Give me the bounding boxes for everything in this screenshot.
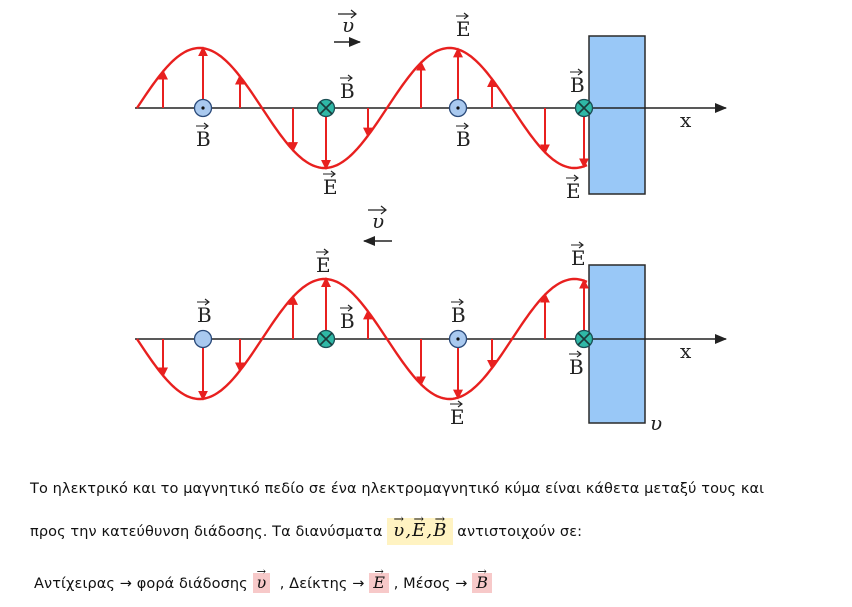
field-arrows-bottom	[158, 277, 589, 401]
e-label-top-2: E	[323, 175, 338, 199]
vec-mark	[197, 298, 210, 306]
vector-b: B	[433, 520, 446, 543]
vec-mark	[571, 241, 584, 249]
vec-mark	[196, 122, 209, 130]
b-label-top-1: B	[196, 127, 211, 151]
index-vector: E	[369, 573, 389, 593]
b-marker-dot	[456, 337, 460, 341]
b-label-bottom-4: B	[569, 355, 584, 379]
middle-vec-symbol: B	[476, 573, 488, 593]
vector-v: υ	[393, 520, 404, 543]
b-label-bottom-1: B	[197, 303, 212, 327]
b-marker-bottom-1	[193, 329, 213, 349]
e-label-top-1: E	[456, 17, 471, 41]
thumb-vec-symbol: υ	[257, 573, 267, 593]
paragraph-line-1: Το ηλεκτρικό και το μαγνητικό πεδίο σε έ…	[30, 481, 765, 497]
e-label-bottom-2: E	[450, 405, 465, 429]
wave-diagram: υ E E E B B B B x υ E	[135, 9, 727, 435]
paragraph-line-3: Αντίχειρας → φορά διάδοσης υ , Δείκτης →…	[34, 573, 493, 593]
b-marker-dot	[201, 106, 205, 110]
vec-mark	[456, 12, 469, 20]
velocity-label-top: υ	[342, 13, 354, 37]
b-label-bottom-3: B	[451, 303, 466, 327]
line2-start: προς την κατεύθυνση διάδοσης. Τα διανύσμ…	[30, 524, 383, 540]
b-label-top-2: B	[340, 79, 355, 103]
top-diagram: υ E E E B B B B x	[135, 9, 727, 203]
index-vec-symbol: E	[373, 573, 385, 593]
thumb-text: Αντίχειρας → φορά διάδοσης	[34, 576, 248, 592]
thumb-vector: υ	[252, 573, 271, 593]
b-label-bottom-2: B	[340, 309, 355, 333]
vec-mark	[323, 170, 336, 178]
middle-vector: B	[472, 573, 493, 593]
e-label-bottom-1: E	[316, 253, 331, 277]
vec-mark	[456, 122, 469, 130]
vector-e: E	[412, 520, 425, 543]
wave-curve-top	[136, 46, 588, 170]
index-text: , Δείκτης →	[279, 576, 365, 592]
mirror-velocity-label: υ	[650, 411, 662, 435]
e-label-bottom-3: E	[571, 246, 586, 270]
vec-mark	[340, 304, 353, 312]
velocity-label-bottom: υ	[372, 209, 384, 233]
mirror-top	[588, 35, 646, 195]
e-label-top-3: E	[566, 179, 581, 203]
x-axis-label-top: x	[680, 108, 692, 132]
vec-mark	[570, 68, 583, 76]
velocity-vec-mark	[368, 205, 387, 215]
middle-text: , Μέσος →	[393, 576, 468, 592]
b-marker-dot	[456, 106, 460, 110]
velocity-vec-mark	[338, 9, 357, 19]
b-label-top-4: B	[570, 73, 585, 97]
vector-highlight-group: υ,E,B	[387, 518, 453, 545]
wave-curve-bottom	[136, 277, 588, 401]
b-marker-cross	[319, 332, 333, 346]
vec-mark	[569, 350, 582, 358]
vec-mark	[451, 298, 464, 306]
vec-mark	[316, 248, 329, 256]
mirror-bottom	[588, 264, 646, 424]
x-axis-label-bottom: x	[680, 339, 692, 363]
vec-mark	[450, 400, 463, 408]
vec-mark	[340, 74, 353, 82]
line2-end: αντιστοιχούν σε:	[457, 524, 583, 540]
field-arrows-top	[158, 46, 589, 170]
b-marker-cross	[319, 101, 333, 115]
paragraph-line-2: προς την κατεύθυνση διάδοσης. Τα διανύσμ…	[30, 518, 582, 545]
vec-mark	[566, 174, 579, 182]
b-marker-cross	[577, 332, 591, 346]
b-marker-cross	[577, 101, 591, 115]
bottom-diagram: υ E E E B B B B x υ	[135, 205, 727, 435]
b-label-top-3: B	[456, 127, 471, 151]
